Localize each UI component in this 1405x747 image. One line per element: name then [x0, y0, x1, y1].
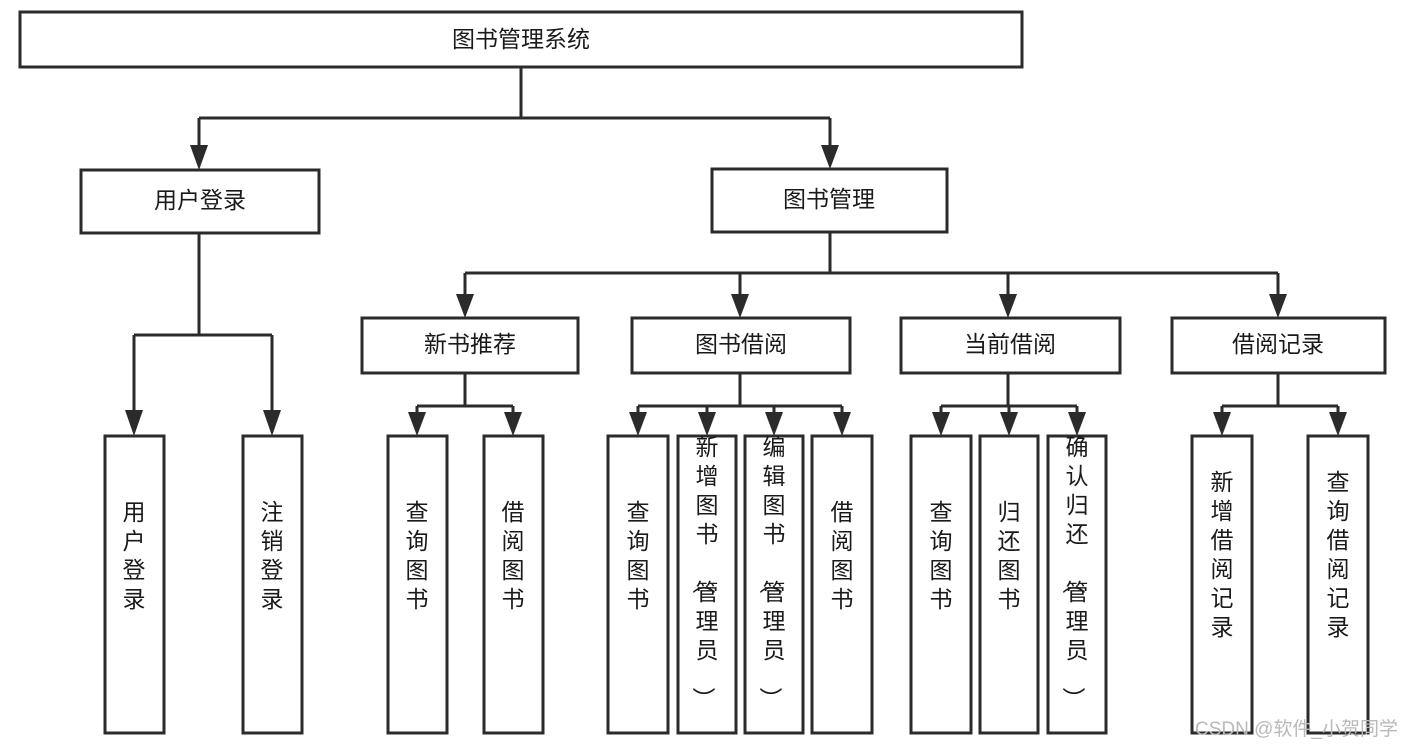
node-root-label: 图书管理系统 — [452, 26, 590, 52]
node-new-book-recommend-box[interactable] — [360, 316, 580, 375]
arrow-head-leaf-borrow-book-2 — [833, 412, 851, 436]
arrow-head-leaf-borrow-book-1 — [504, 412, 522, 436]
arrow-head-leaf-edit-book — [765, 412, 783, 436]
node-leaf-query-book-3-box[interactable] — [909, 434, 973, 735]
node-user-login-label: 用户登录 — [154, 187, 246, 213]
node-borrow-record-label: 借阅记录 — [1232, 331, 1324, 357]
node-book-borrow-label: 图书借阅 — [695, 331, 787, 357]
node-book-management-box[interactable] — [710, 167, 949, 234]
node-leaf-return-book-box[interactable] — [978, 434, 1040, 735]
node-leaf-add-record-label: 新增借阅记录 — [1211, 469, 1234, 640]
node-leaf-borrow-book-2-box[interactable] — [810, 434, 874, 735]
node-leaf-edit-book-box[interactable] — [743, 434, 805, 735]
node-leaf-query-record-label: 查询借阅记录 — [1327, 469, 1350, 640]
arrow-head-current-borrow — [999, 294, 1017, 318]
arrow-head-book-management — [821, 145, 839, 169]
arrow-head-user-login — [190, 145, 208, 170]
node-leaf-query-record-box[interactable] — [1306, 434, 1370, 735]
node-leaf-query-record[interactable]: 查询借阅记录 — [1306, 434, 1370, 735]
arrow-head-leaf-user-login — [125, 410, 143, 436]
node-leaf-user-logout[interactable]: 注销登录 — [241, 434, 304, 735]
connector-group-book-management — [456, 232, 1287, 318]
node-leaf-user-login[interactable]: 用户登录 — [103, 434, 166, 735]
node-root[interactable]: 图书管理系统 — [18, 10, 1024, 69]
node-book-management-label: 图书管理 — [783, 186, 875, 212]
node-leaf-borrow-book-1-box[interactable] — [482, 434, 545, 735]
connector-group-user-login — [125, 233, 281, 436]
arrow-head-borrow-record — [1269, 294, 1287, 318]
node-leaf-query-book-3[interactable]: 查询图书 — [909, 434, 973, 735]
arrow-head-book-borrow — [731, 294, 749, 318]
node-root-box[interactable] — [18, 10, 1024, 69]
node-leaf-borrow-book-2[interactable]: 借阅图书 — [810, 434, 874, 735]
node-leaf-confirm-return-label: 确认归还（管理员） — [1061, 434, 1089, 710]
node-current-borrow-label: 当前借阅 — [964, 331, 1056, 357]
connector-group-book-borrow — [629, 373, 851, 436]
node-leaf-edit-book[interactable]: 编辑图书（管理员） — [743, 434, 805, 735]
arrow-head-leaf-add-book — [698, 412, 716, 436]
node-leaf-add-book-box[interactable] — [676, 434, 738, 735]
node-leaf-borrow-book-1-label: 借阅图书 — [502, 499, 525, 612]
connector-group-borrow-record — [1213, 373, 1347, 436]
node-leaf-query-book-2[interactable]: 查询图书 — [606, 434, 670, 735]
arrow-head-leaf-user-logout — [263, 410, 281, 436]
node-leaf-user-login-box[interactable] — [103, 434, 166, 735]
watermark-label: CSDN @软件_小贺同学 — [1195, 718, 1398, 740]
node-leaf-add-record-box[interactable] — [1190, 434, 1254, 735]
node-user-login-box[interactable] — [79, 168, 321, 235]
arrow-head-leaf-confirm-return — [1068, 412, 1086, 436]
arrow-head-leaf-add-record — [1213, 412, 1231, 436]
arrow-head-leaf-query-book-3 — [932, 412, 950, 436]
connector-group-new-book-recommend — [408, 373, 522, 436]
arrow-head-leaf-return-book — [1000, 412, 1018, 436]
node-leaf-user-login-label: 用户登录 — [123, 499, 146, 612]
node-leaf-confirm-return[interactable]: 确认归还（管理员） — [1046, 434, 1108, 735]
node-leaf-add-record[interactable]: 新增借阅记录 — [1190, 434, 1254, 735]
connector-group-current-borrow — [932, 373, 1086, 436]
arrow-head-new-book-recommend — [456, 294, 474, 318]
node-leaf-query-book-2-label: 查询图书 — [627, 499, 650, 612]
node-leaf-user-logout-label: 注销登录 — [261, 499, 284, 612]
node-book-borrow-box[interactable] — [630, 316, 852, 375]
node-book-borrow[interactable]: 图书借阅 — [630, 316, 852, 375]
arrow-head-leaf-query-book-1 — [408, 412, 426, 436]
node-leaf-confirm-return-box[interactable] — [1046, 434, 1108, 735]
node-leaf-return-book[interactable]: 归还图书 — [978, 434, 1040, 735]
arrow-head-leaf-query-record — [1329, 412, 1347, 436]
node-current-borrow-box[interactable] — [899, 316, 1122, 375]
node-borrow-record-box[interactable] — [1170, 316, 1387, 375]
node-current-borrow[interactable]: 当前借阅 — [899, 316, 1122, 375]
node-new-book-recommend-label: 新书推荐 — [424, 331, 516, 357]
node-leaf-query-book-3-label: 查询图书 — [930, 499, 953, 612]
node-new-book-recommend[interactable]: 新书推荐 — [360, 316, 580, 375]
arrow-head-leaf-query-book-2 — [629, 412, 647, 436]
node-user-login[interactable]: 用户登录 — [79, 168, 321, 235]
node-leaf-query-book-1-box[interactable] — [386, 434, 449, 735]
node-leaf-add-book[interactable]: 新增图书（管理员） — [676, 434, 738, 735]
connector-group-root — [190, 67, 839, 170]
node-leaf-borrow-book-2-label: 借阅图书 — [831, 499, 854, 612]
node-leaf-query-book-2-box[interactable] — [606, 434, 670, 735]
node-leaf-return-book-label: 归还图书 — [998, 499, 1021, 612]
node-leaf-query-book-1[interactable]: 查询图书 — [386, 434, 449, 735]
node-book-management[interactable]: 图书管理 — [710, 167, 949, 234]
node-leaf-borrow-book-1[interactable]: 借阅图书 — [482, 434, 545, 735]
node-leaf-edit-book-label: 编辑图书（管理员） — [758, 434, 786, 710]
node-leaf-user-logout-box[interactable] — [241, 434, 304, 735]
node-borrow-record[interactable]: 借阅记录 — [1170, 316, 1387, 375]
node-leaf-query-book-1-label: 查询图书 — [406, 499, 429, 612]
node-leaf-add-book-label: 新增图书（管理员） — [691, 434, 719, 710]
